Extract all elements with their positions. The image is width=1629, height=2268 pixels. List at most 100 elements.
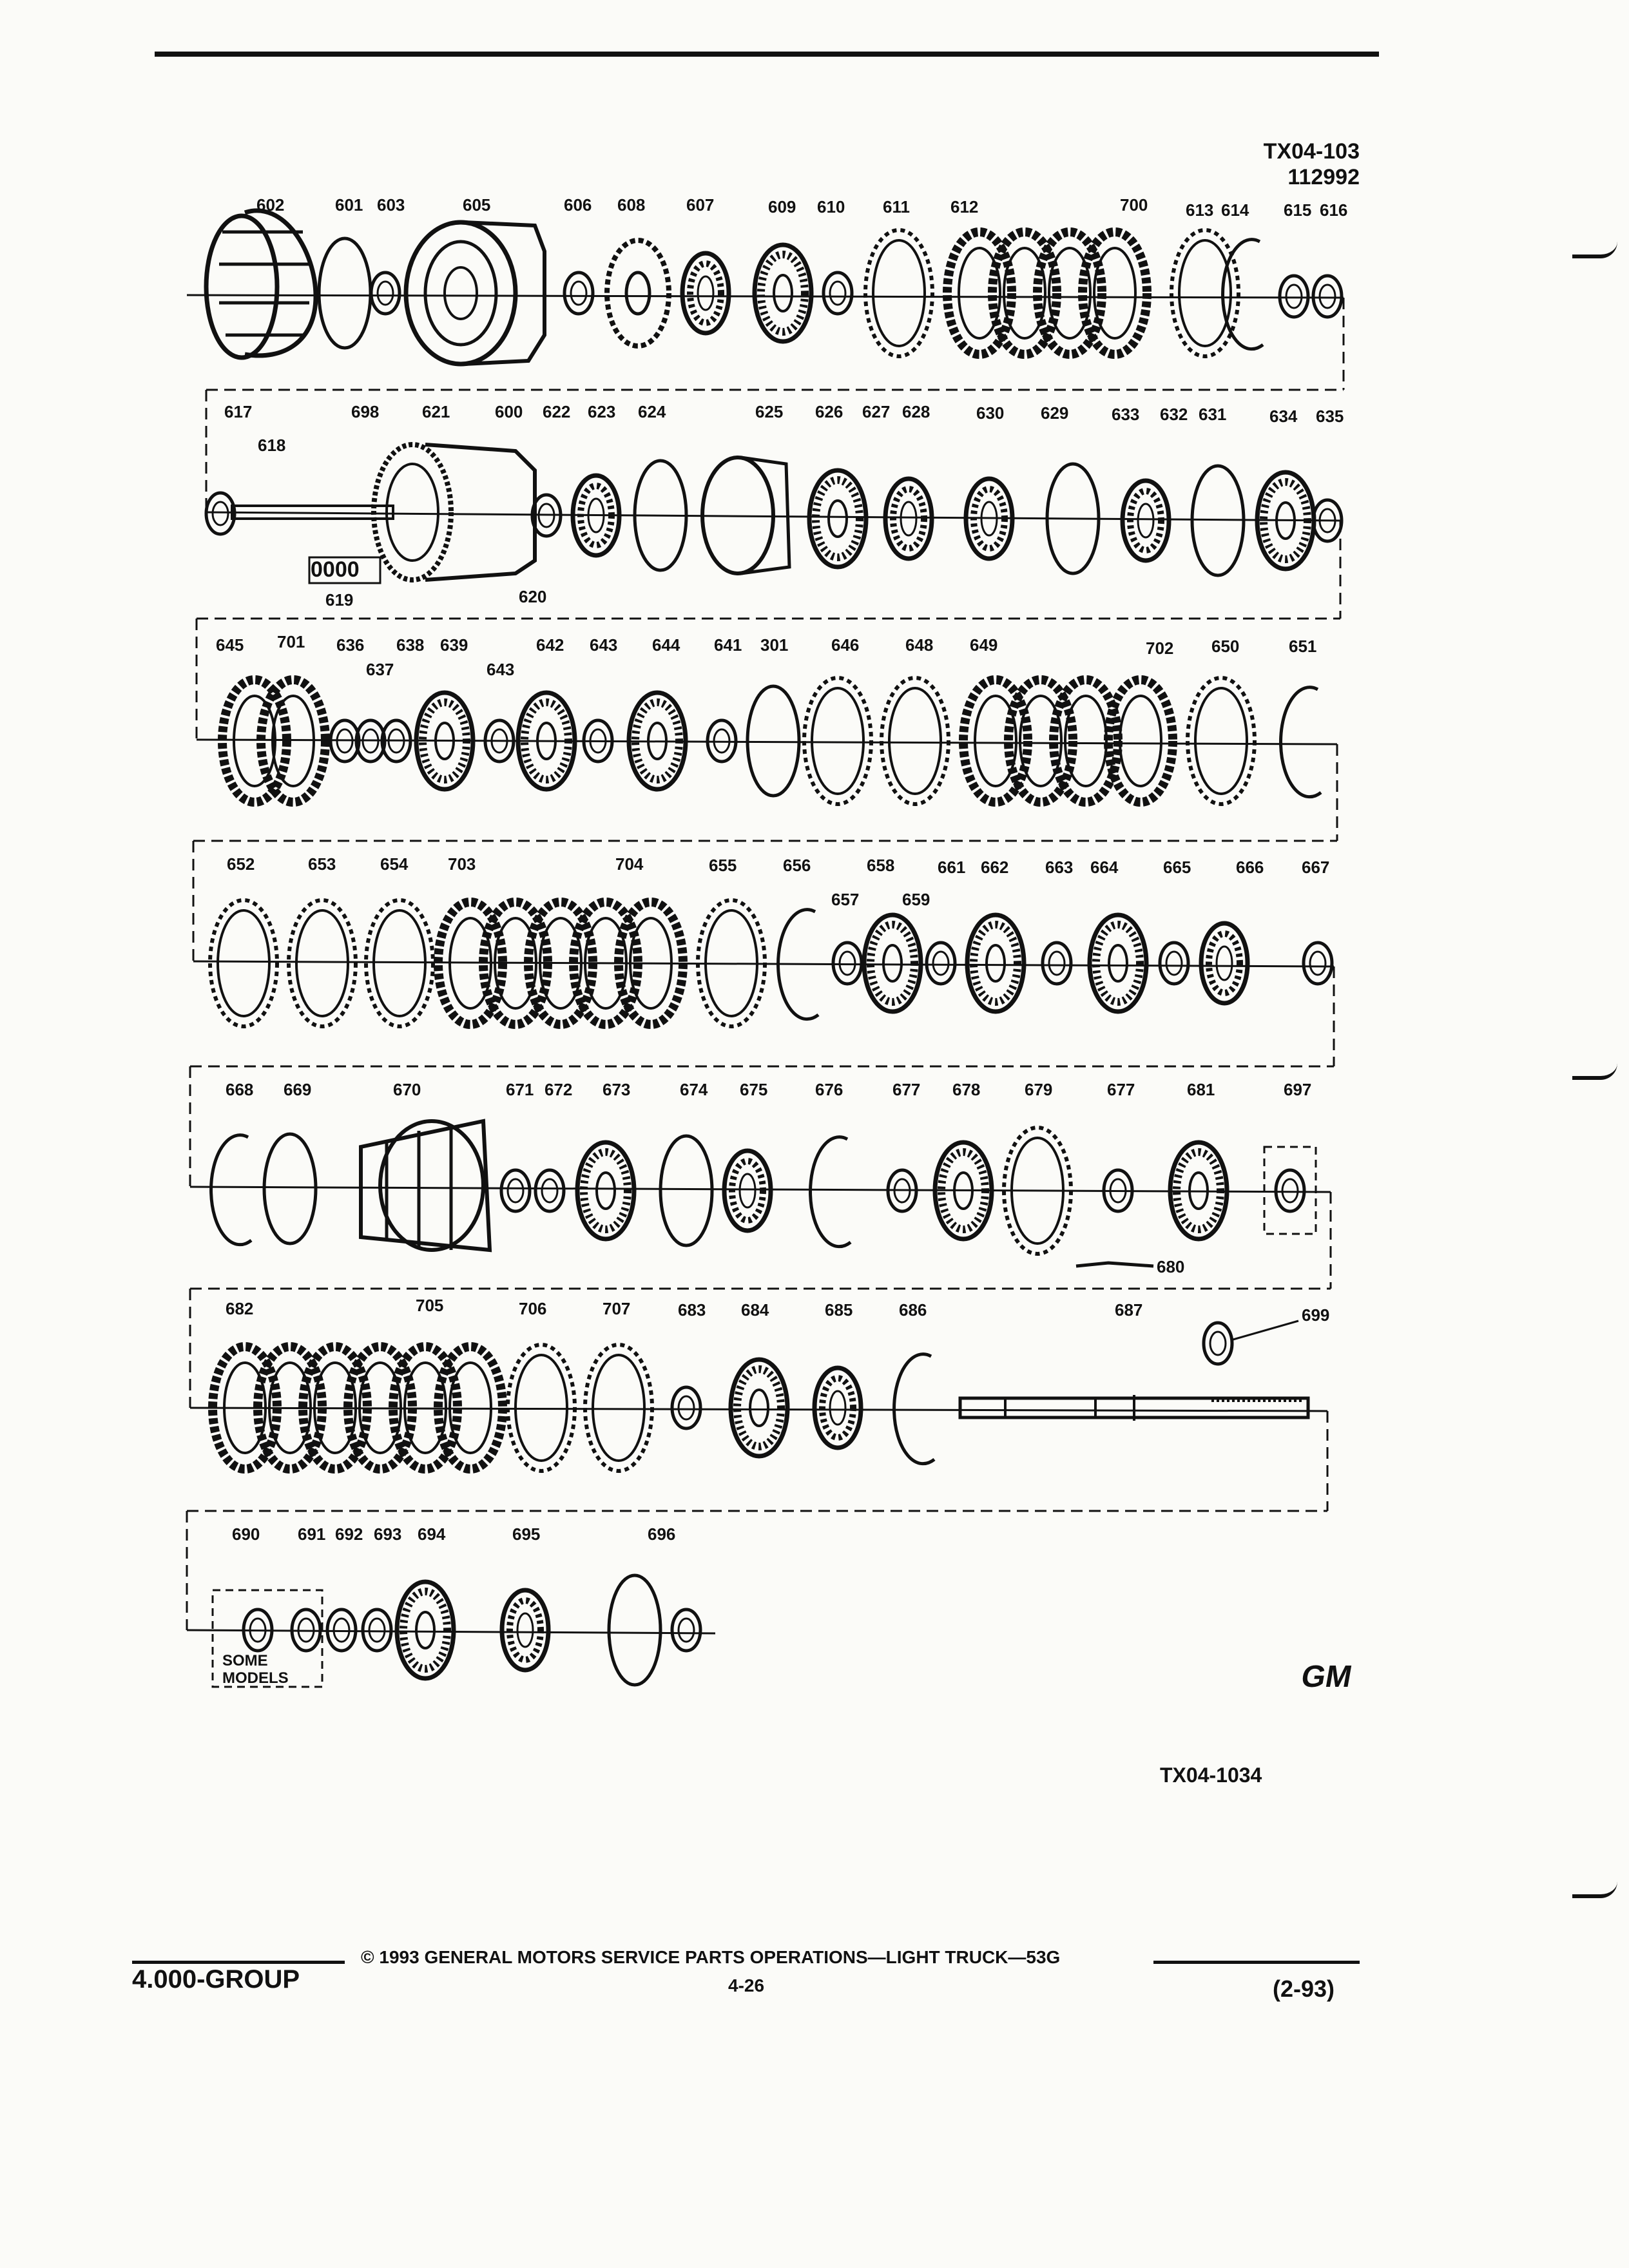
edge-mark [1572,1881,1617,1898]
label-665: 665 [1163,858,1191,877]
gear-684 [731,1360,787,1456]
label-700: 700 [1120,195,1148,215]
label-602: 602 [256,195,284,215]
plate-707 [585,1345,652,1471]
ring-683 [672,1387,700,1428]
footer-rule [132,1961,345,1964]
bearing-628 [885,479,932,559]
label-627: 627 [862,402,890,421]
label-639: 639 [440,635,468,655]
ring-617 [206,493,235,534]
label-680: 680 [1157,1257,1184,1276]
label-618: 618 [258,436,285,455]
label-621: 621 [422,402,450,421]
row-4: 652 653 654 703 704 655 656 657 658 659 … [190,841,1335,1068]
label-701: 701 [277,632,305,651]
label-695: 695 [512,1524,540,1544]
label-698: 698 [351,402,379,421]
row-6: 682 705 706 707 683 684 685 686 687 699 [187,1289,1329,1512]
footer-date: (2-93) [1273,1975,1335,2002]
figure-date: 112992 [1287,165,1360,189]
label-683: 683 [678,1300,706,1320]
ring-665 [1160,943,1188,984]
label-690: 690 [232,1524,260,1544]
bushing-699 [1204,1323,1232,1364]
label-614: 614 [1221,200,1249,220]
label-620: 620 [519,587,546,606]
ring-674 [660,1136,712,1245]
ring-657 [833,943,862,984]
label-699: 699 [1302,1305,1329,1325]
label-642: 642 [536,635,564,655]
label-696: 696 [648,1524,675,1544]
label-676: 676 [815,1080,843,1099]
label-607: 607 [686,195,714,215]
label-663: 663 [1045,858,1073,877]
label-687: 687 [1115,1300,1142,1320]
label-638: 638 [396,635,424,655]
label-608: 608 [617,195,645,215]
code-box-619 [308,556,381,584]
ring-669 [264,1134,316,1244]
edge-mark [1572,242,1617,258]
label-635: 635 [1316,407,1344,426]
sun-gear-625 [700,456,791,575]
bearing-675 [724,1151,771,1231]
footer-group: 4.000-GROUP [132,1965,300,1994]
clutch-plate-700 [1083,232,1147,354]
snap-ring-676 [811,1137,851,1247]
gear-626 [809,470,866,567]
label-679: 679 [1025,1080,1052,1099]
label-657: 657 [831,890,859,909]
label-681: 681 [1187,1080,1215,1099]
label-674: 674 [680,1080,708,1099]
washer-616 [1313,276,1342,317]
label-643b: 643 [590,635,617,655]
bearing-607 [682,253,729,333]
label-634: 634 [1269,407,1298,426]
label-685: 685 [825,1300,853,1320]
label-630: 630 [976,403,1004,423]
label-677: 677 [892,1080,920,1099]
seal-697 [1276,1170,1304,1211]
carrier-662 [967,915,1024,1012]
label-707: 707 [602,1299,630,1318]
drum-605 [403,220,546,367]
note-models: MODELS [222,1669,289,1687]
label-631: 631 [1199,405,1226,424]
ring-661 [927,943,955,984]
plate-646 [804,678,871,804]
plate-608 [604,238,671,349]
label-686: 686 [899,1300,927,1320]
label-662: 662 [981,858,1008,877]
label-626: 626 [815,402,843,421]
optional-box-697 [1263,1146,1317,1235]
label-692: 692 [335,1524,363,1544]
label-652: 652 [227,854,255,874]
label-654: 654 [380,854,409,874]
snap-ring-651 [1281,687,1321,797]
gear-666 [1201,923,1248,1003]
label-646: 646 [831,635,859,655]
seal-696 [609,1575,660,1685]
label-704: 704 [615,854,644,874]
gear-658 [864,915,921,1012]
label-610: 610 [817,197,845,216]
label-617: 617 [224,402,252,421]
bearing-632 [1123,481,1169,561]
label-633: 633 [1112,405,1139,424]
snap-ring-668 [211,1135,251,1245]
label-658: 658 [867,856,894,875]
ring-672 [535,1170,564,1211]
label-706: 706 [519,1299,546,1318]
ring-671 [501,1170,530,1211]
edge-mark [1572,1063,1617,1080]
row-5: 668 669 670 671 672 673 674 675 676 677 … [189,1066,1332,1290]
gear-609 [755,245,811,341]
label-632: 632 [1160,405,1188,424]
label-664: 664 [1090,858,1119,877]
label-649: 649 [970,635,998,655]
bushing-606 [564,273,593,314]
label-637: 637 [366,660,394,679]
top-rule [155,52,1379,57]
